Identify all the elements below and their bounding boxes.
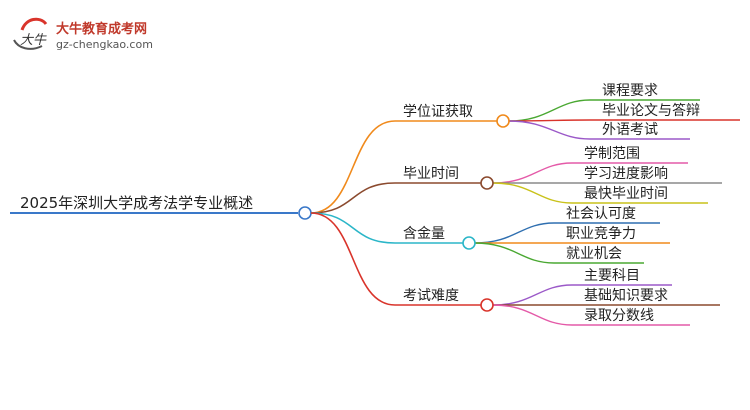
logo-mark-icon: 大牛 (13, 17, 48, 50)
branch-node-circle[interactable] (496, 114, 510, 128)
branch-node-circle[interactable] (462, 236, 476, 250)
leaf-label: 学习进度影响 (584, 166, 668, 182)
root-label: 2025年深圳大学成考法学专业概述 (20, 194, 253, 212)
logo-url: gz-chengkao.com (56, 38, 153, 51)
leaf-label: 主要科目 (584, 268, 640, 284)
leaf-label: 毕业论文与答辩 (602, 102, 700, 119)
leaf-label: 职业竞争力 (566, 225, 636, 242)
leaf-label: 就业机会 (566, 246, 622, 262)
leaf-label: 录取分数线 (584, 308, 654, 324)
branch-connector (310, 212, 481, 306)
leaf-connector (492, 284, 672, 306)
branch-label: 考试难度 (403, 288, 459, 304)
leaf-connector (492, 182, 708, 204)
branch-label: 学位证获取 (403, 104, 473, 120)
leaf-connector (492, 304, 690, 326)
leaf-connector (474, 222, 660, 244)
leaf-connector (492, 162, 688, 184)
branch-node-circle[interactable] (480, 298, 494, 312)
branch-connector (310, 120, 497, 214)
branch-label: 含金量 (403, 226, 445, 242)
leaf-connector (474, 242, 644, 264)
leaf-label: 社会认可度 (566, 206, 636, 222)
logo-mark-text: 大牛 (20, 33, 47, 48)
root-node-circle[interactable] (298, 206, 312, 220)
leaf-label: 课程要求 (602, 83, 658, 99)
branch-label: 毕业时间 (403, 166, 459, 182)
logo-title: 大牛教育成考网 (56, 21, 147, 37)
root-node: 2025年深圳大学成考法学专业概述 (10, 194, 312, 220)
leaf-connector (508, 99, 700, 122)
leaf-connector (508, 120, 690, 140)
branch-connector (310, 212, 463, 244)
leaf-label: 基础知识要求 (584, 287, 668, 304)
leaf-label: 外语考试 (602, 122, 658, 138)
leaf-label: 最快毕业时间 (584, 186, 668, 202)
leaf-connector (508, 119, 740, 122)
branch-node-circle[interactable] (480, 176, 494, 190)
branch-connector (310, 182, 481, 214)
logo: 大牛 大牛教育成考网 gz-chengkao.com (13, 17, 153, 51)
leaf-label: 学制范围 (584, 145, 640, 162)
